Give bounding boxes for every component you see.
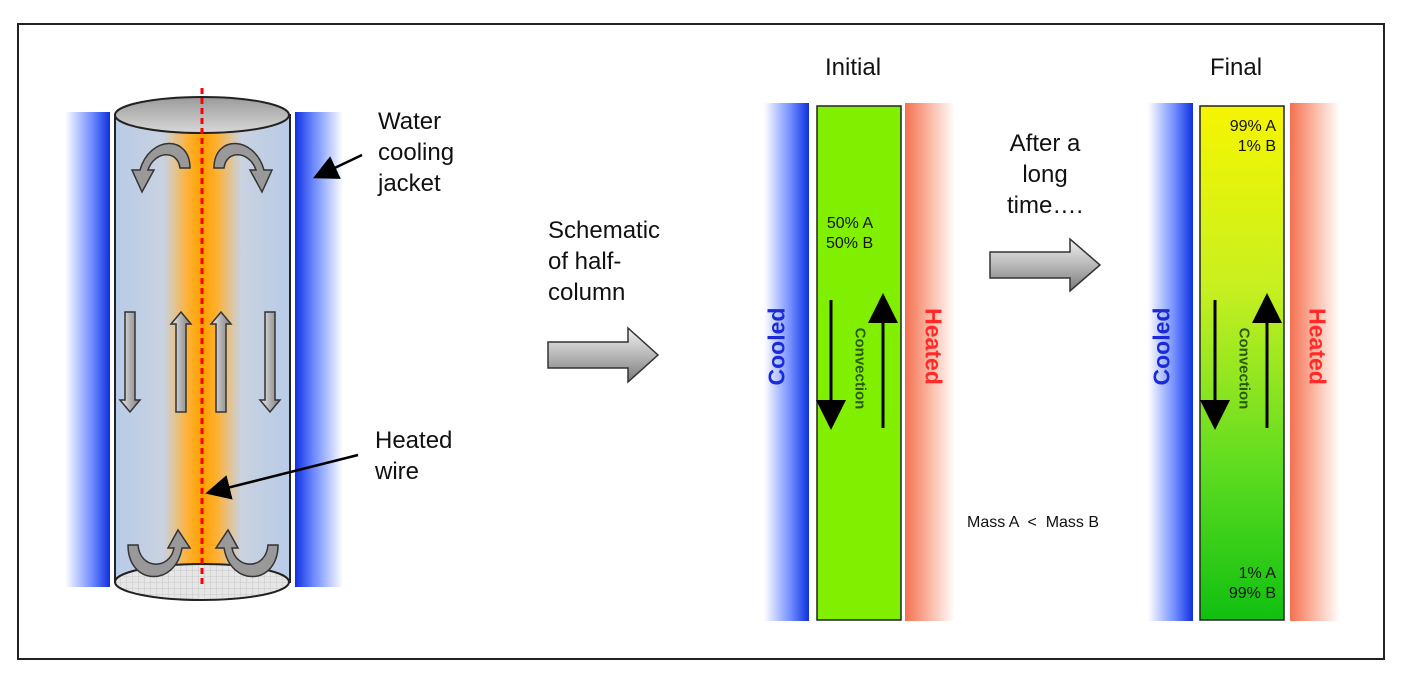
initial-heated-wall	[905, 103, 955, 621]
transition-line: long	[1022, 161, 1068, 188]
final-cooled-label: Cooled	[1148, 307, 1175, 386]
final-top-a: 99% A	[1229, 118, 1276, 135]
transition-arrow-icon	[989, 237, 1102, 293]
jacket-label: Water cooling jacket	[378, 106, 454, 199]
final-convection-label: Convection	[1235, 327, 1253, 410]
wire-label-line: wire	[375, 458, 420, 485]
figure-frame	[17, 23, 1385, 660]
schematic-label: Schematic of half- column	[548, 215, 660, 308]
initial-title: Initial	[825, 54, 882, 81]
transition-line: After a	[1009, 130, 1081, 157]
down-arrow-icon	[258, 311, 282, 414]
curved-arrow-icon	[214, 528, 279, 578]
down-arrow-icon	[118, 311, 142, 414]
initial-cooled-wall	[764, 103, 809, 621]
transition-line: time….	[1006, 192, 1083, 219]
curved-arrow-icon	[213, 142, 274, 194]
initial-composition-a: 50% A	[826, 215, 874, 232]
initial-cooled-label: Cooled	[763, 307, 790, 386]
initial-convection-label: Convection	[851, 327, 869, 410]
final-bottom-b: 99% B	[1228, 585, 1276, 602]
initial-heated-label: Heated	[920, 308, 947, 385]
column-jacket-left	[65, 112, 110, 587]
schematic-label-line: column	[548, 279, 626, 306]
schematic-arrow-icon	[547, 326, 660, 384]
jacket-label-line: cooling	[378, 139, 455, 166]
final-heated-label: Heated	[1304, 308, 1331, 385]
final-bottom-a: 1% A	[1238, 565, 1276, 582]
wire-pointer	[205, 453, 359, 500]
curved-arrow-icon	[130, 142, 191, 194]
initial-composition-b: 50% B	[826, 235, 874, 252]
column-jacket-right	[295, 112, 343, 587]
jacket-label-line: jacket	[378, 170, 441, 197]
final-top-composition: 99% A 1% B	[1226, 117, 1276, 157]
jacket-label-line: Water	[378, 108, 442, 135]
wire-label-line: Heated	[375, 427, 453, 454]
final-cooled-wall	[1148, 103, 1193, 621]
final-heated-wall	[1290, 103, 1340, 621]
final-top-b: 1% B	[1237, 138, 1276, 155]
jacket-pointer	[312, 153, 363, 179]
schematic-label-line: Schematic	[548, 217, 661, 244]
final-bottom-composition: 1% A 99% B	[1226, 564, 1276, 604]
transition-label: After a long time….	[1003, 128, 1087, 221]
final-title: Final	[1210, 54, 1263, 81]
up-arrow-icon	[209, 310, 233, 413]
wire-label: Heated wire	[375, 425, 452, 487]
up-arrow-icon	[169, 310, 193, 413]
curved-arrow-icon	[127, 528, 192, 578]
initial-composition: 50% A 50% B	[826, 214, 873, 254]
schematic-label-line: of half-	[548, 248, 622, 275]
mass-note: Mass A < Mass B	[967, 514, 1100, 531]
